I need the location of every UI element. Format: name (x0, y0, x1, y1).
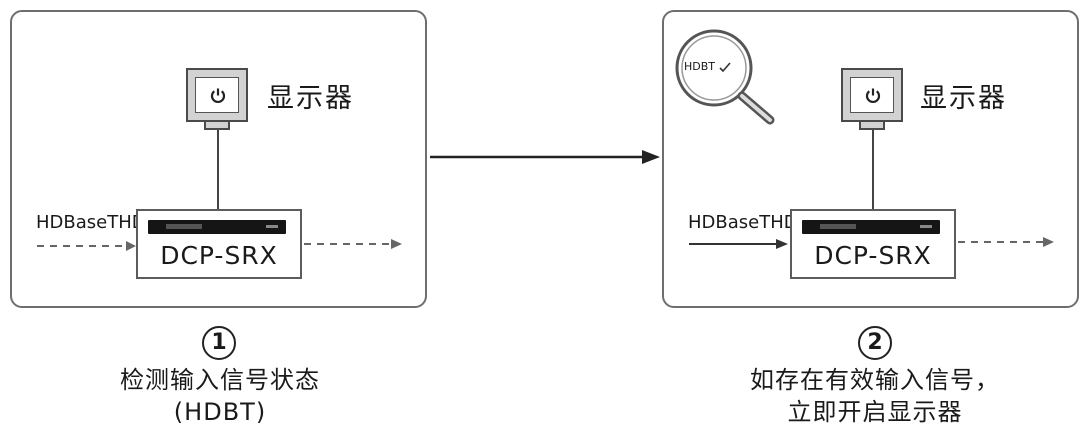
panel2-signal-lines (689, 237, 1054, 249)
monitor-cable (872, 120, 874, 210)
step-number-2: 2 (858, 326, 892, 360)
panel-power-on: HDBT 显示器 HDBaseTHDB DCP-SRX (662, 10, 1079, 308)
caption-line: (HDBT) (173, 398, 267, 426)
device-rack (802, 220, 940, 234)
power-icon (865, 88, 881, 103)
dcp-srx-device: DCP-SRX (136, 209, 302, 279)
panel-detect: 显示器 HDBaseTHDB DCP-SRX (10, 10, 427, 308)
step-caption-2: 如存在有效输入信号， 立即开启显示器 (725, 364, 1025, 428)
caption-line: 如存在有效输入信号， (750, 366, 1000, 394)
monitor-cable (217, 120, 219, 210)
device-rack (148, 220, 286, 234)
caption-line: 检测输入信号状态 (120, 366, 320, 394)
monitor (841, 68, 903, 130)
monitor-label: 显示器 (267, 83, 354, 114)
power-icon (210, 88, 226, 103)
device-name: DCP-SRX (814, 241, 932, 270)
signal-label: HDBaseTHDB (688, 212, 810, 233)
monitor-label: 显示器 (920, 83, 1007, 114)
magnifier-icon (675, 29, 775, 125)
dcp-srx-device: DCP-SRX (790, 209, 956, 279)
monitor (186, 68, 248, 130)
step-caption-1: 检测输入信号状态 (HDBT) (70, 364, 370, 428)
device-name: DCP-SRX (160, 241, 278, 270)
caption-line: 立即开启显示器 (787, 398, 963, 426)
check-icon (718, 62, 731, 73)
panel1-signal-lines (37, 239, 402, 251)
signal-label: HDBaseTHDB (36, 212, 158, 233)
magnifier-text: HDBT (684, 60, 731, 73)
step-number-1: 1 (202, 326, 236, 360)
